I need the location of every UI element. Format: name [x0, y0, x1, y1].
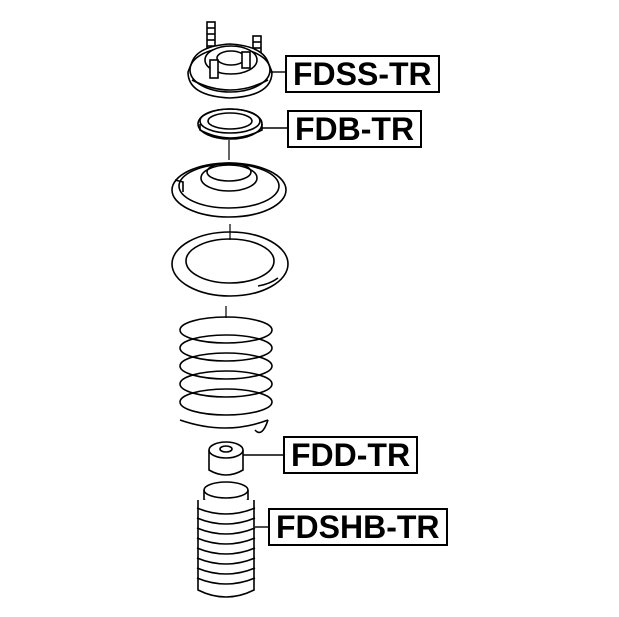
dust-boot-part: [196, 481, 256, 598]
part-label-fdd-tr: FDD-TR: [283, 436, 419, 474]
part-label-fdb-tr: FDB-TR: [287, 110, 423, 148]
bump-stop-part: [208, 441, 244, 476]
bearing-part: [197, 108, 263, 140]
upper-spring-seat-part: [171, 140, 287, 218]
strut-mount-part: [187, 21, 273, 99]
part-label-fdss-tr: FDSS-TR: [285, 55, 440, 93]
spring-pad-part: [171, 224, 289, 297]
leader-lines: [243, 71, 288, 528]
part-label-fdshb-tr: FDSHB-TR: [268, 508, 448, 546]
coil-spring-part: [179, 306, 273, 434]
